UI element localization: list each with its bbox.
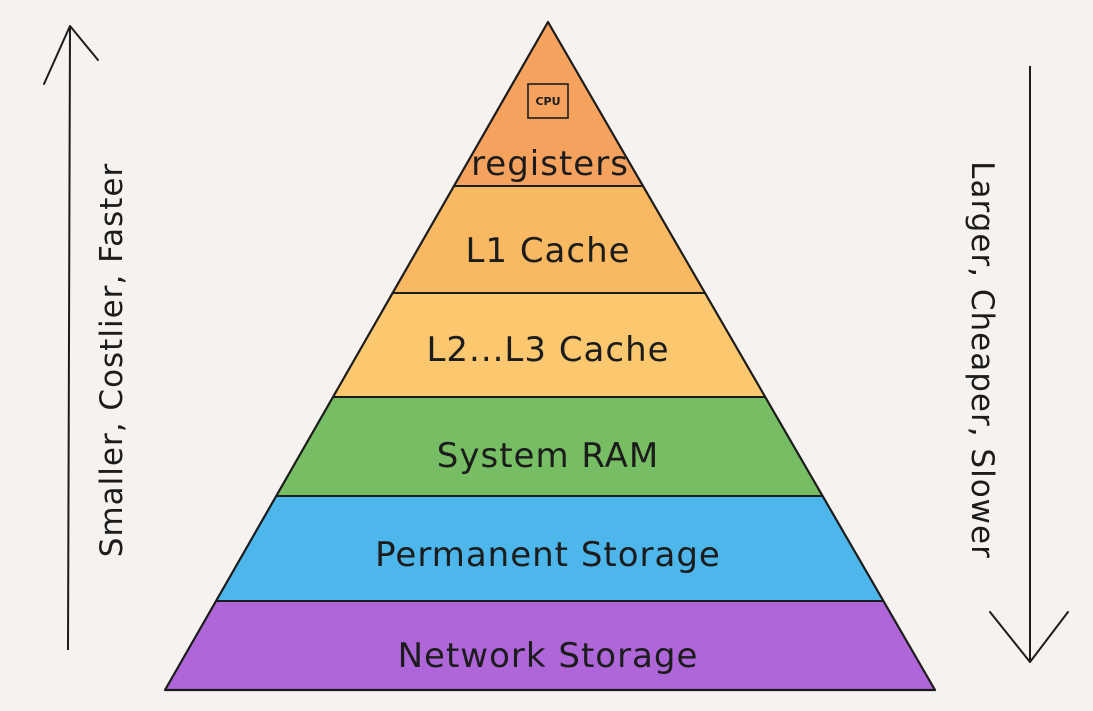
level-band-6 <box>165 601 935 690</box>
level-band-3 <box>332 293 766 397</box>
left-arrow: Smaller, Costlier, Faster <box>43 25 130 651</box>
cpu-chip-box <box>527 83 569 119</box>
level-label-6: Network Storage <box>398 636 699 676</box>
pyramid-bands <box>165 22 935 690</box>
level-label-2: L1 Cache <box>465 231 630 271</box>
cpu-chip: CPU <box>527 83 569 119</box>
left-arrow-label: Smaller, Costlier, Faster <box>94 163 130 557</box>
right-arrow-head-icon <box>989 611 1069 663</box>
left-arrow-head-icon <box>43 25 99 85</box>
level-band-5 <box>216 496 884 601</box>
level-band-4 <box>276 397 823 496</box>
right-arrow-label: Larger, Cheaper, Slower <box>964 161 1000 559</box>
level-label-3: L2...L3 Cache <box>426 330 669 370</box>
level-label-5: Permanent Storage <box>375 535 721 575</box>
level-band-2 <box>392 186 706 293</box>
level-label-4: System RAM <box>437 436 659 476</box>
level-band-1 <box>453 22 644 186</box>
level-separators <box>216 185 884 602</box>
cpu-label: CPU <box>535 95 560 108</box>
level-label-1: registers <box>471 144 629 184</box>
pyramid-outline <box>163 20 937 692</box>
right-arrow: Larger, Cheaper, Slower <box>964 66 1069 663</box>
left-arrow-shaft <box>67 25 71 651</box>
